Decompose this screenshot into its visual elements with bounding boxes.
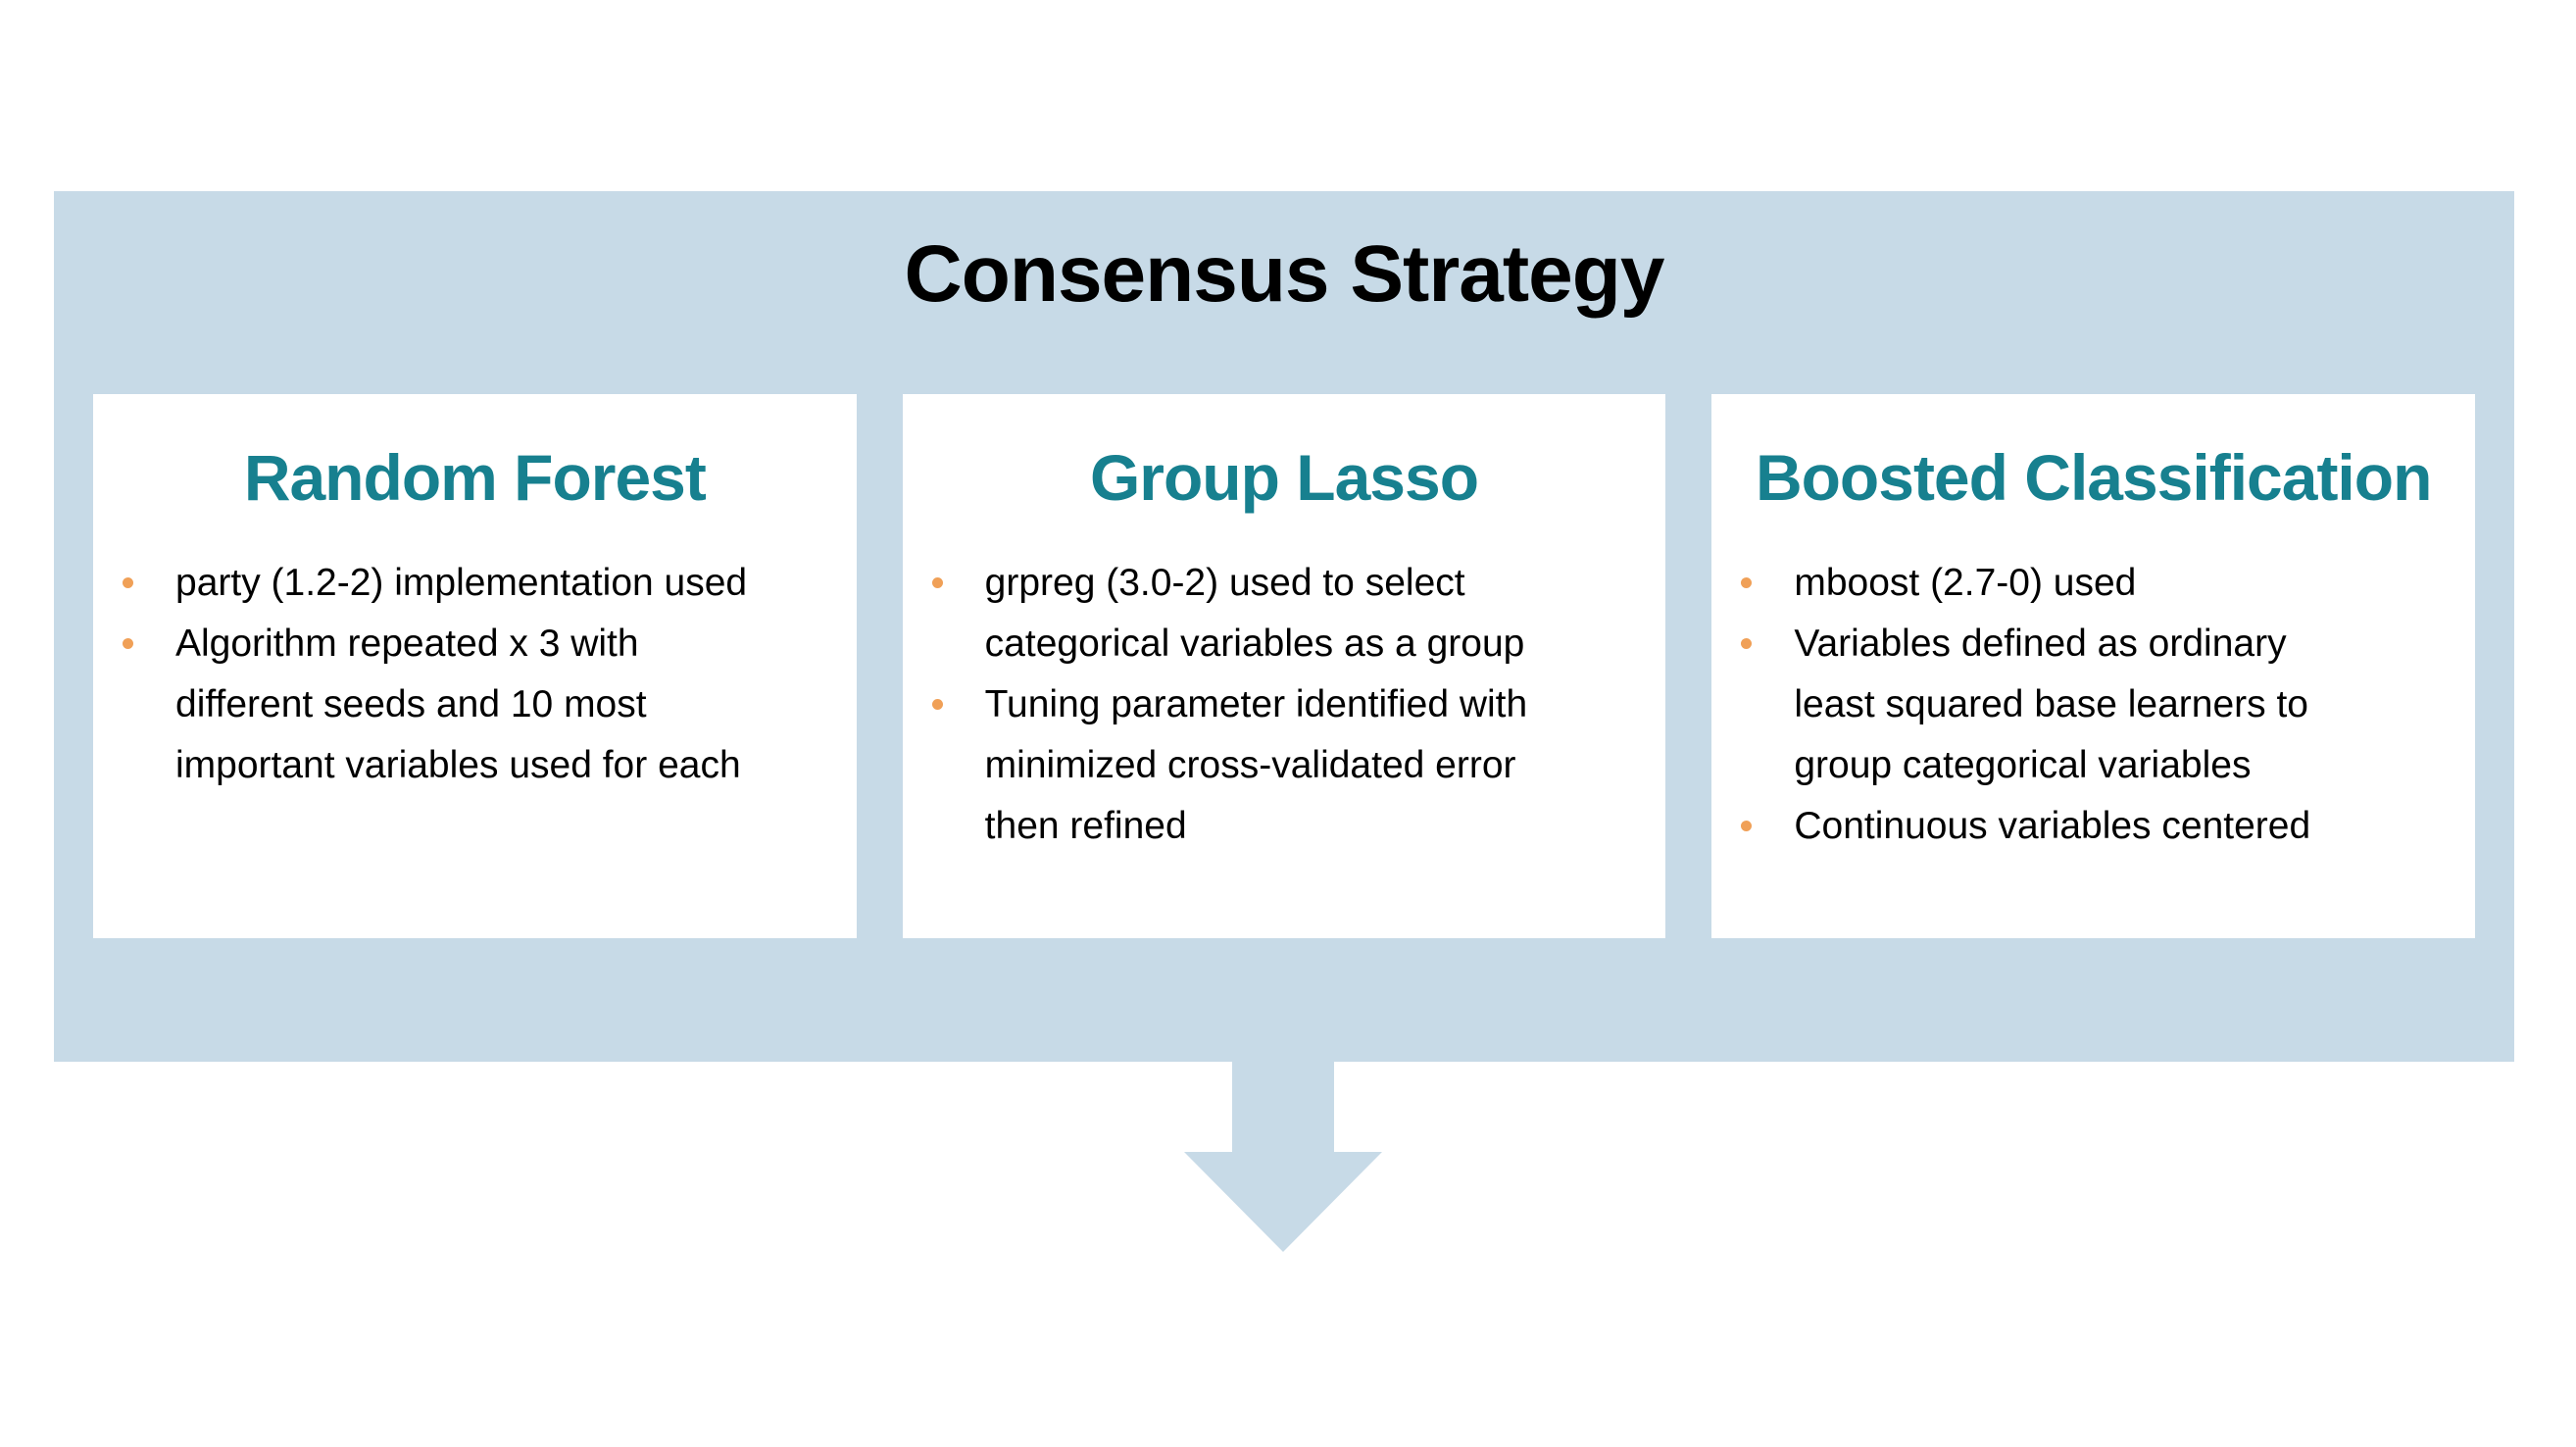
list-item: party (1.2-2) implementation used [123, 553, 754, 614]
card-title: Group Lasso [1089, 441, 1479, 514]
bullet-text: Tuning parameter identified with minimiz… [984, 683, 1528, 848]
down-arrow-icon [1184, 1060, 1382, 1252]
list-item: Tuning parameter identified with minimiz… [931, 674, 1563, 857]
bullet-icon [1741, 821, 1753, 832]
bullet-text: Continuous variables centered [1794, 805, 2311, 848]
cards-row: Random Forest party (1.2-2) implementati… [93, 394, 2476, 938]
consensus-strategy-panel: Consensus Strategy Random Forest party (… [54, 191, 2514, 1062]
bullet-text: party (1.2-2) implementation used [175, 562, 748, 605]
card-title: Random Forest [243, 441, 707, 514]
page-title: Consensus Strategy [904, 229, 1665, 319]
bullet-list: mboost (2.7-0) used Variables defined as… [1711, 553, 2475, 857]
bullet-list: grpreg (3.0-2) used to select categorica… [903, 553, 1666, 857]
list-item: Continuous variables centered [1741, 796, 2372, 857]
bullet-text: Variables defined as ordinary least squa… [1794, 623, 2308, 787]
bullet-text: grpreg (3.0-2) used to select categorica… [984, 562, 1525, 666]
bullet-icon [123, 638, 133, 650]
list-item: mboost (2.7-0) used [1741, 553, 2372, 614]
card-title: Boosted Classification [1755, 441, 2432, 514]
bullet-text: mboost (2.7-0) used [1794, 562, 2137, 605]
card-boosted-classification: Boosted Classification mboost (2.7-0) us… [1711, 394, 2476, 938]
bullet-icon [931, 577, 943, 589]
list-item: grpreg (3.0-2) used to select categorica… [931, 553, 1563, 674]
bullet-text: Algorithm repeated x 3 with different se… [175, 623, 741, 787]
bullet-icon [1741, 577, 1753, 589]
bullet-icon [123, 577, 133, 589]
list-item: Variables defined as ordinary least squa… [1741, 614, 2372, 796]
card-random-forest: Random Forest party (1.2-2) implementati… [93, 394, 857, 938]
bullet-icon [931, 699, 943, 711]
list-item: Algorithm repeated x 3 with different se… [123, 614, 754, 796]
card-group-lasso: Group Lasso grpreg (3.0-2) used to selec… [902, 394, 1666, 938]
bullet-icon [1741, 638, 1753, 650]
bullet-list: party (1.2-2) implementation used Algori… [93, 553, 857, 796]
